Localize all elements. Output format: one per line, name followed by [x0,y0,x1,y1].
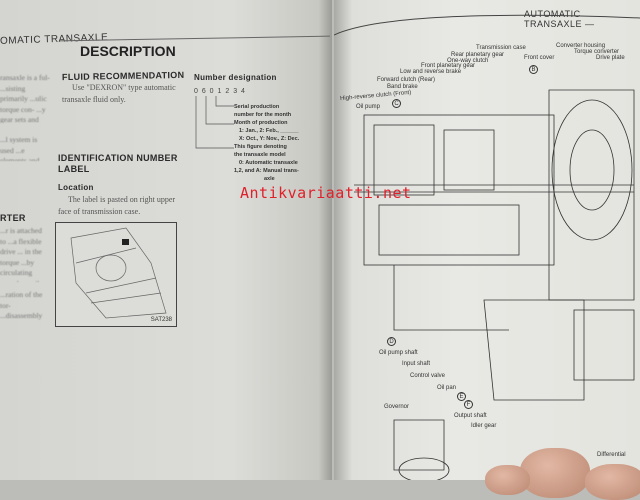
label-front-planetary-gear: Front planetary gear [421,63,476,69]
intro-paragraph: ransaxle is a ful- ...sisting primarily … [0,73,50,123]
callout-e: E [457,392,466,401]
label-forward-clutch: Forward clutch (Rear) [377,77,436,83]
right-page: AUTOMATIC TRANSAXLE — Transmission case … [334,0,640,480]
designation-number: 0 6 0 1 2 3 4 [194,88,246,95]
page-title: DESCRIPTION [80,43,176,59]
converter-heading: RTER [0,213,26,223]
fluid-heading: FLUID RECOMMENDATION [61,69,185,83]
label-transmission-case: Transmission case [476,45,526,51]
label-front-cover: Front cover [524,55,555,61]
watermark: Antikvariaatti.net [240,184,412,202]
note: X: Oct., Y: Nov., Z: Dec. [239,136,300,142]
label-converter-housing: Converter housing [556,43,606,49]
note: the transaxle model [234,152,286,158]
transaxle-sketch [70,227,167,319]
callout-f: F [464,400,473,409]
label-oil-pump-shaft: Oil pump shaft [379,350,418,356]
designation-notes: Serial production number for the month M… [234,103,299,183]
left-page: OMATIC TRANSAXLE DESCRIPTION ransaxle is… [0,0,332,480]
label-one-way-clutch: One-way clutch [447,58,489,64]
finger [520,448,590,498]
label-marker [122,239,129,245]
fluid-text: Use "DEXRON" type automatic transaxle fl… [62,83,176,104]
designation-leader-lines [195,96,234,149]
paragraph-3: ...r is attached to ...a flexible drive … [0,226,42,282]
label-drive-plate: Drive plate [596,55,625,61]
paragraph-2: ...l system is used ...e elements and ..… [0,135,47,161]
note: Month of production [234,120,288,126]
label-band-brake: Band brake [387,84,418,90]
label-oil-pan: Oil pan [437,385,457,391]
label-idler-gear: Idler gear [471,423,497,429]
label-input-shaft: Input shaft [402,361,431,367]
note: 1,2, and A: Manual trans- [234,168,299,174]
note: number for the month [234,112,292,118]
label-rear-planetary-gear: Rear planetary gear [451,52,505,58]
identification-heading: IDENTIFICATION NUMBER LABEL [58,153,178,174]
note: 1: Jan., 2: Feb., ______ [239,128,299,134]
location-heading: Location [58,183,94,192]
number-designation-heading: Number designation [194,73,277,82]
finger [485,465,530,495]
label-location-figure: SAT238 [55,222,177,327]
note: axle [264,176,275,182]
paragraph-4: ...ration of the tor- ...disassembly or … [0,290,43,322]
transaxle-cross-section-diagram [334,14,640,480]
running-header-right: AUTOMATIC TRANSAXLE — [524,9,595,29]
finger [585,464,640,500]
label-oil-pump: Oil pump [356,104,381,110]
callout-d: D [387,337,396,346]
note: 0: Automatic transaxle [239,160,298,166]
callout-c: C [392,99,401,108]
label-control-valve: Control valve [410,373,446,379]
label-differential: Differential [596,452,627,458]
label-output-shaft: Output shaft [454,413,487,419]
location-text: The label is pasted on right upper face … [58,195,176,216]
label-low-reverse-brake: Low and reverse brake [400,69,462,75]
note: This figure denoting [234,144,287,150]
note: Serial production [234,104,280,110]
figure-code: SAT238 [150,317,172,323]
callout-b: B [529,65,538,74]
label-torque-converter: Torque converter [574,49,620,55]
label-governor: Governor [384,404,410,410]
